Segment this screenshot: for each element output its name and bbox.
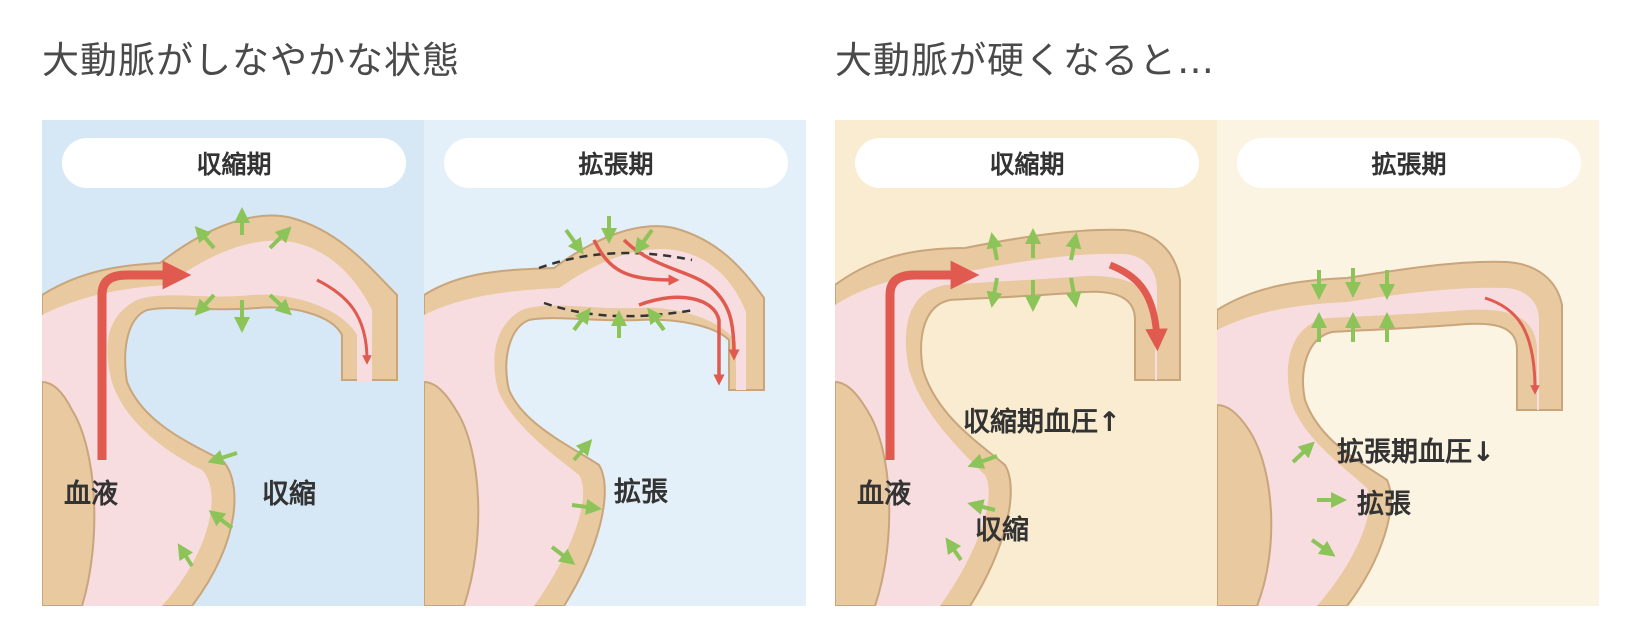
outflow-arrow: [1108, 261, 1168, 352]
heading-supple: 大動脈がしなやかな状態: [42, 39, 460, 82]
wall-recoil-arrows: [550, 216, 666, 565]
heart-dilation-label: 拡張: [614, 477, 668, 508]
heading-stiff: 大動脈が硬くなると…: [835, 39, 1215, 82]
aorta-diagram-supple-systole: [42, 120, 424, 606]
heart-dilation-label: 拡張: [1357, 489, 1411, 520]
blood-label: 血液: [857, 479, 911, 510]
blood-flow-arrow: [885, 260, 980, 460]
panel-supple-systole: 収縮期 血液 収縮: [42, 120, 424, 606]
blood-label: 血液: [64, 479, 118, 510]
diastolic-pressure-label: 拡張期血圧↓: [1337, 437, 1495, 468]
panel-supple-diastole: 拡張期 拡張: [424, 120, 806, 606]
blood-flow-arrow-3: [638, 295, 725, 386]
heart-contraction-label: 収縮: [975, 515, 1029, 546]
panel-stiff-diastole: 拡張期 拡張期血圧↓ 拡張: [1217, 120, 1599, 606]
aorta-diagram-stiff-diastole: [1217, 120, 1599, 606]
blood-flow-arrow-2: [622, 238, 740, 361]
aorta-diagram-supple-diastole: [424, 120, 806, 606]
wall-expansion-arrows: [177, 207, 292, 568]
systolic-pressure-label: 収縮期血圧↑: [963, 407, 1121, 438]
wall-arrows: [945, 228, 1082, 562]
phase-pill-systole: 収縮期: [62, 138, 406, 188]
blood-flow-arrow: [97, 260, 192, 460]
panel-stiff-systole: 収縮期 血液 収縮期血圧↑ 収縮: [835, 120, 1217, 606]
blood-flow-arrow-1: [592, 239, 680, 286]
outflow-arrow: [316, 278, 372, 365]
phase-pill-diastole: 拡張期: [444, 138, 788, 188]
phase-pill-systole: 収縮期: [855, 138, 1199, 188]
heart-contraction-label: 収縮: [262, 479, 316, 510]
aorta-diagram-stiff-systole: [835, 120, 1217, 606]
outflow-arrow: [1484, 296, 1540, 395]
phase-pill-diastole: 拡張期: [1237, 138, 1581, 188]
wall-arrows: [1291, 268, 1395, 557]
